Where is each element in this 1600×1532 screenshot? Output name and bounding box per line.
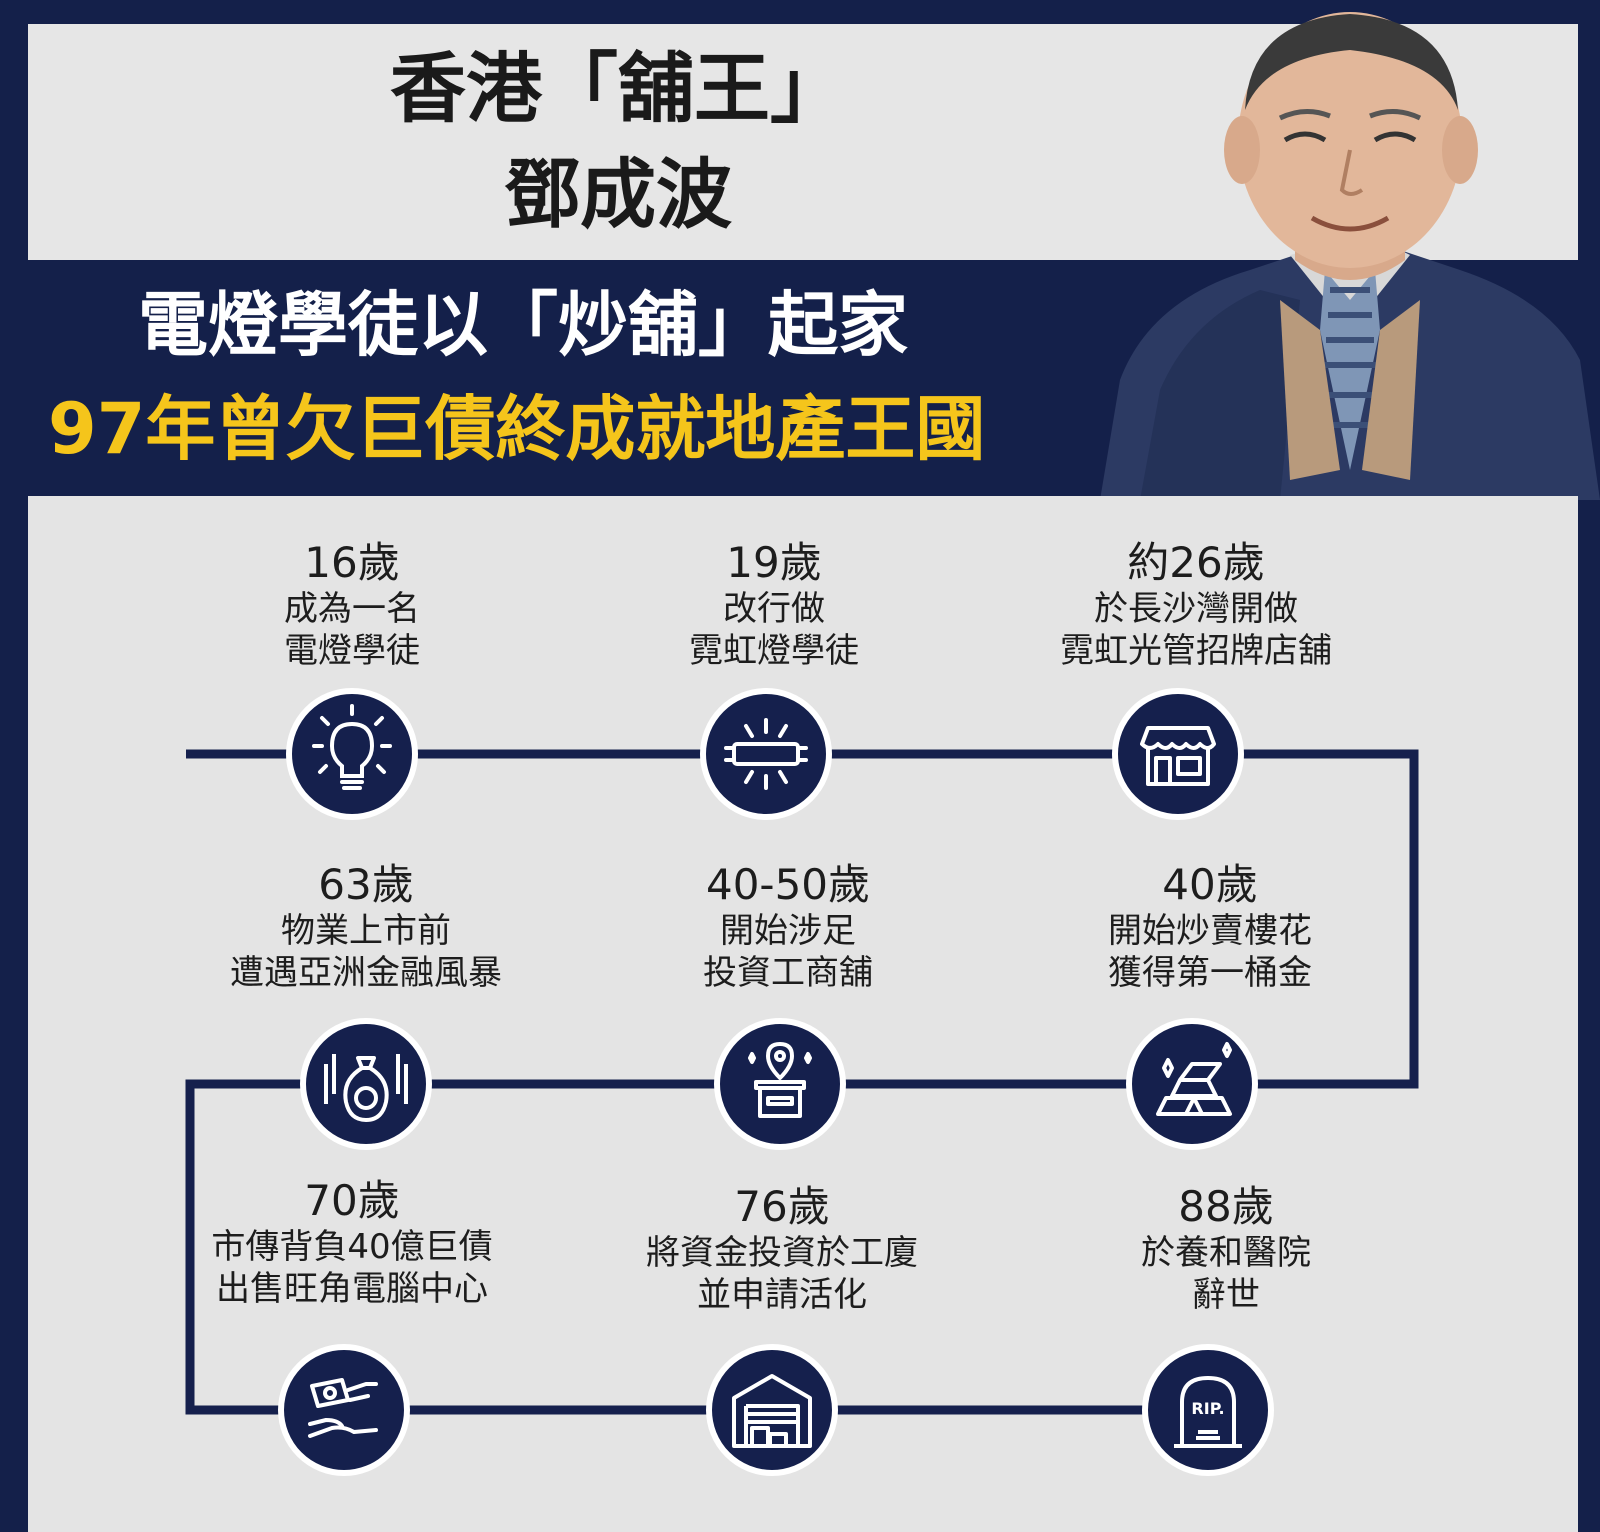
- milestone-desc: 成為一名: [284, 589, 420, 629]
- warehouse-icon: [706, 1344, 838, 1476]
- lightbulb-icon: [286, 688, 418, 820]
- title-line-2: 鄧成波: [504, 150, 732, 239]
- milestone-6: 63歲 物業上市前 遭遇亞洲金融風暴: [186, 860, 546, 994]
- milestone-desc: 市傳背負40億巨債: [211, 1227, 493, 1267]
- neon-tube-icon: [700, 688, 832, 820]
- headline-yellow: 97年曾欠巨債終成就地產王國: [48, 388, 986, 470]
- milestone-5: 40-50歲 開始涉足 投資工商舖: [608, 860, 968, 994]
- milestone-desc: 遭遇亞洲金融風暴: [230, 953, 502, 993]
- milestone-age: 40歲: [1162, 860, 1258, 909]
- milestone-age: 16歲: [304, 538, 400, 587]
- storefront-icon: [1112, 688, 1244, 820]
- title-line-1: 香港「舖王」: [390, 44, 846, 133]
- milestone-desc: 辭世: [1192, 1275, 1260, 1315]
- milestone-age: 40-50歲: [705, 860, 871, 909]
- shop-location-icon: [714, 1018, 846, 1150]
- milestone-4: 40歲 開始炒賣樓花 獲得第一桶金: [1030, 860, 1390, 994]
- tombstone-icon: RIP.: [1142, 1344, 1274, 1476]
- milestone-desc: 開始涉足: [720, 911, 856, 951]
- milestone-desc: 於養和醫院: [1141, 1233, 1311, 1273]
- milestone-desc: 將資金投資於工廈: [646, 1233, 918, 1273]
- milestone-8: 76歲 將資金投資於工廈 並申請活化: [602, 1182, 962, 1316]
- money-bag-falling-icon: [300, 1018, 432, 1150]
- milestone-desc: 開始炒賣樓花: [1108, 911, 1312, 951]
- portrait-image: [1100, 12, 1600, 500]
- milestone-age: 70歲: [304, 1176, 400, 1225]
- milestone-desc: 改行做: [723, 589, 825, 629]
- milestone-age: 19歲: [726, 538, 822, 587]
- tombstone-text: RIP.: [1191, 1399, 1224, 1418]
- milestone-7: 70歲 市傳背負40億巨債 出售旺角電腦中心: [172, 1176, 532, 1310]
- milestone-age: 63歲: [318, 860, 414, 909]
- milestone-9: 88歲 於養和醫院 辭世: [1046, 1182, 1406, 1316]
- milestone-age: 約26歲: [1127, 538, 1265, 587]
- milestone-desc: 於長沙灣開做: [1094, 589, 1298, 629]
- milestone-desc: 投資工商舖: [703, 953, 873, 993]
- headline-white: 電燈學徒以「炒舖」起家: [138, 284, 908, 366]
- milestone-age: 88歲: [1178, 1182, 1274, 1231]
- milestone-desc: 出售旺角電腦中心: [216, 1269, 488, 1309]
- milestone-desc: 物業上市前: [281, 911, 451, 951]
- money-handover-icon: [278, 1344, 410, 1476]
- milestone-3: 約26歲 於長沙灣開做 霓虹光管招牌店舖: [1016, 538, 1376, 672]
- milestone-desc: 並申請活化: [697, 1275, 867, 1315]
- milestone-desc: 霓虹燈學徒: [689, 631, 859, 671]
- milestone-desc: 獲得第一桶金: [1108, 953, 1312, 993]
- milestone-age: 76歲: [734, 1182, 830, 1231]
- gold-bars-icon: [1126, 1018, 1258, 1150]
- milestone-desc: 電燈學徒: [284, 631, 420, 671]
- milestone-desc: 霓虹光管招牌店舖: [1060, 631, 1332, 671]
- milestone-2: 19歲 改行做 霓虹燈學徒: [594, 538, 954, 672]
- milestone-1: 16歲 成為一名 電燈學徒: [172, 538, 532, 672]
